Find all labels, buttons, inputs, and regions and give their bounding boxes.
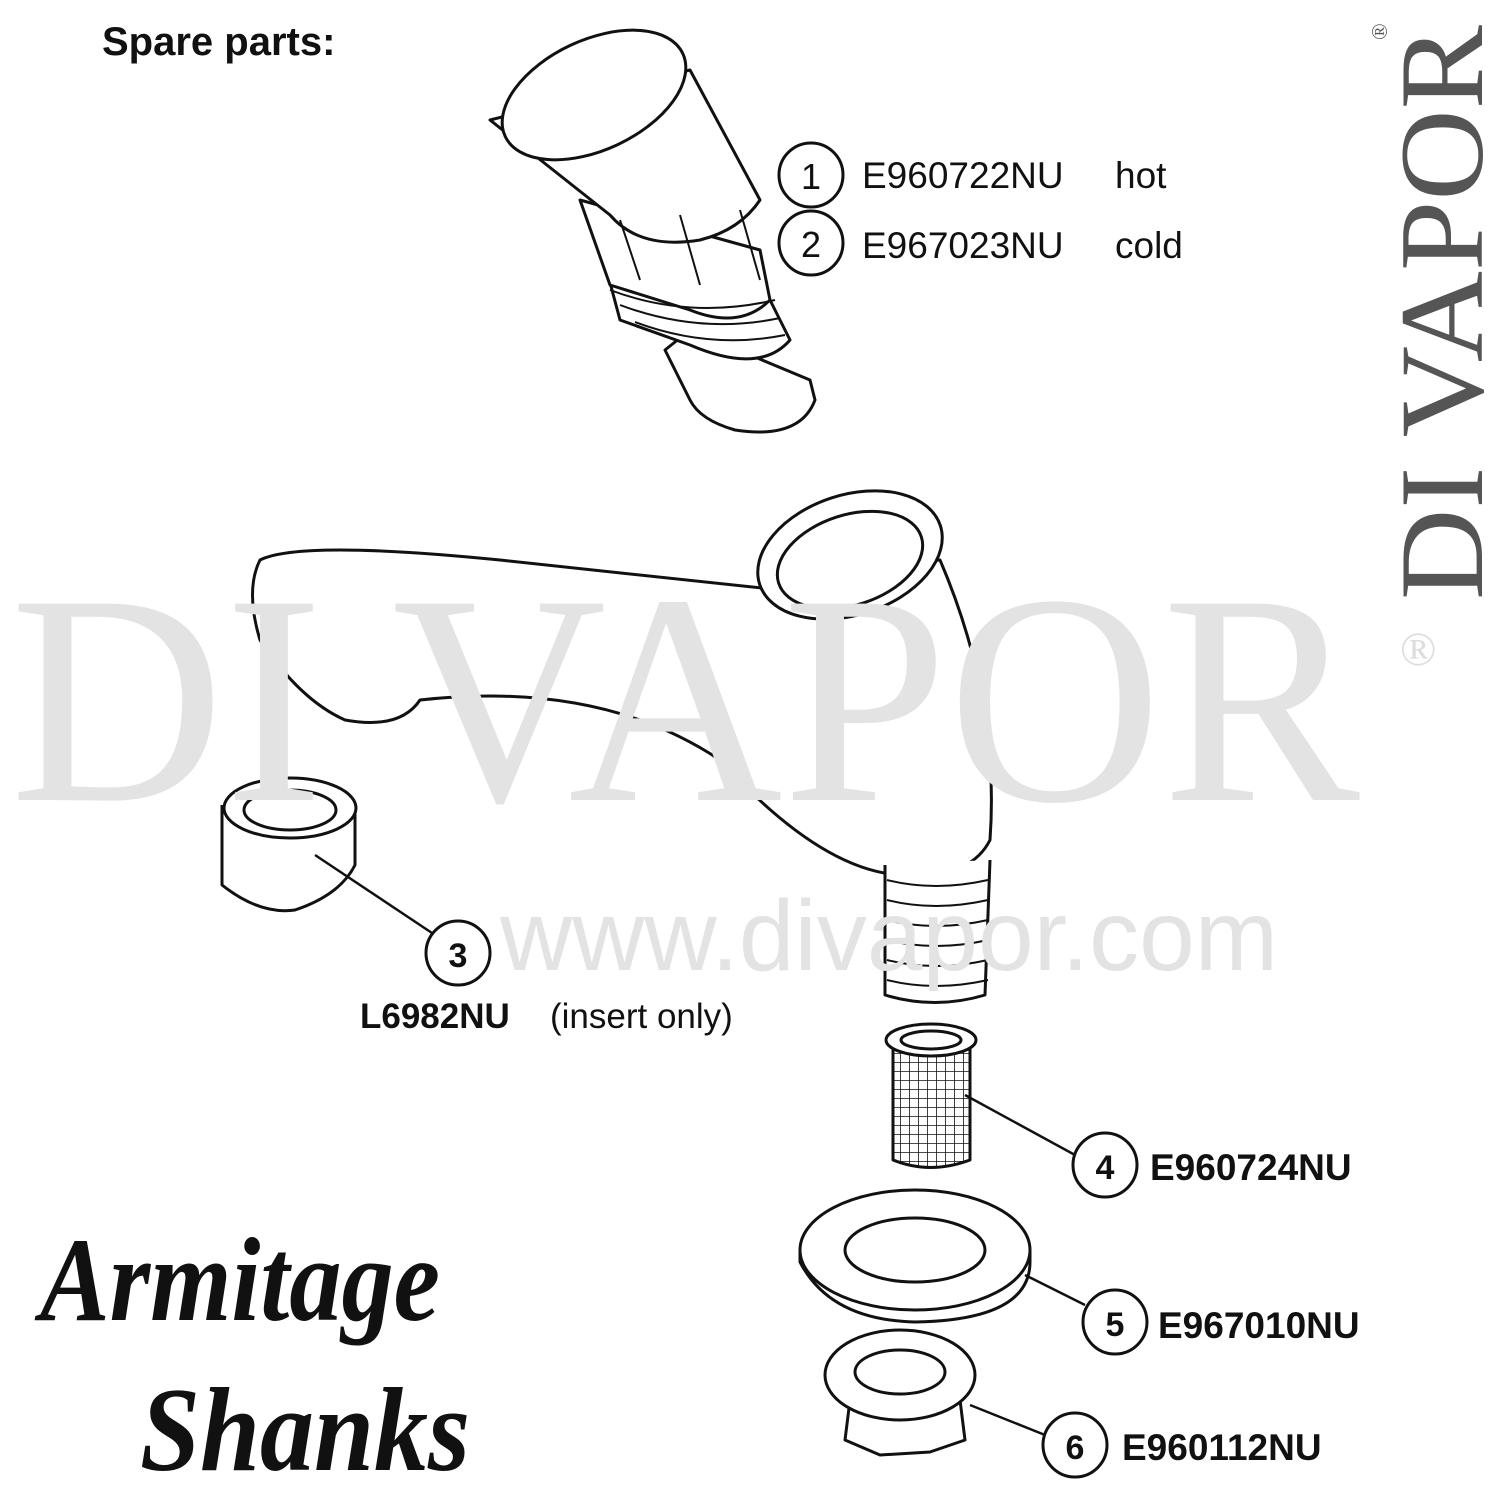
logo-line-2: Shanks bbox=[140, 1363, 470, 1496]
callout-2: 2 E967023NU cold bbox=[777, 209, 1183, 277]
watermark-brand: DI VAPOR bbox=[10, 533, 1361, 865]
svg-text:5: 5 bbox=[1106, 1306, 1125, 1344]
side-logo-registered: ® bbox=[1367, 23, 1392, 40]
part-code: L6982NU bbox=[360, 997, 510, 1036]
part-note: cold bbox=[1115, 225, 1183, 266]
callout-3: 3 L6982NU (insert only) bbox=[360, 919, 733, 1036]
nut-drawing bbox=[823, 1328, 977, 1457]
cartridge-drawing bbox=[488, 28, 817, 434]
side-logo: DI VAPOR ® bbox=[1367, 23, 1500, 600]
washer-drawing bbox=[798, 1188, 1032, 1324]
armitage-shanks-logo: Armitage Shanks bbox=[34, 1213, 470, 1496]
callout-5: 5 E967010NU bbox=[1081, 1288, 1360, 1356]
logo-line-1: Armitage bbox=[34, 1213, 440, 1346]
filter-drawing bbox=[884, 1022, 978, 1169]
part-code: E960112NU bbox=[1122, 1427, 1322, 1468]
side-logo-text: DI VAPOR bbox=[1375, 25, 1500, 600]
callout-4: 4 E960724NU bbox=[1071, 1131, 1352, 1199]
svg-text:2: 2 bbox=[801, 224, 821, 265]
svg-text:1: 1 bbox=[801, 156, 821, 197]
part-code: E967023NU bbox=[862, 225, 1064, 266]
svg-text:6: 6 bbox=[1066, 1429, 1085, 1467]
part-code: E960724NU bbox=[1150, 1147, 1352, 1188]
watermark-url: www.divapor.com bbox=[499, 880, 1278, 992]
callout-1: 1 E960722NU hot bbox=[777, 141, 1167, 209]
insert-drawing bbox=[220, 776, 358, 913]
part-note: hot bbox=[1115, 155, 1167, 196]
part-note: (insert only) bbox=[550, 997, 733, 1036]
leader-lines bbox=[314, 853, 1086, 1437]
part-code: E960722NU bbox=[862, 155, 1064, 196]
watermark-registered: ® bbox=[1400, 623, 1436, 676]
svg-text:3: 3 bbox=[449, 937, 468, 975]
tap-body-drawing bbox=[251, 489, 993, 1004]
callout-6: 6 E960112NU bbox=[1041, 1411, 1322, 1479]
part-code: E967010NU bbox=[1158, 1305, 1360, 1346]
page-title: Spare parts: bbox=[102, 20, 335, 64]
svg-text:4: 4 bbox=[1096, 1149, 1115, 1187]
